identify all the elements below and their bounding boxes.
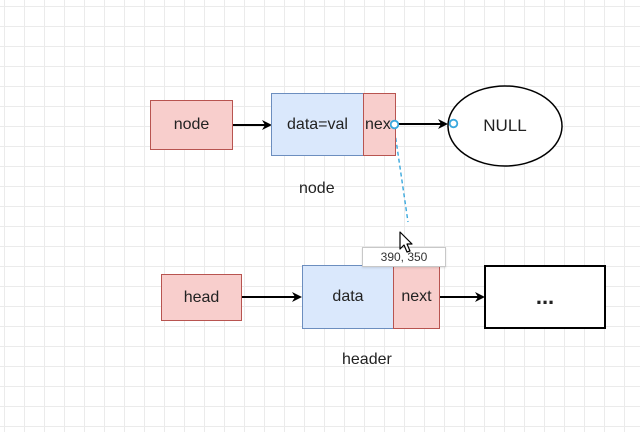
- edge-preview-dashed: [393, 123, 409, 223]
- node-pointer-label: node: [173, 116, 210, 133]
- connection-point-icon[interactable]: [389, 119, 400, 130]
- node-next-label: nex: [365, 115, 391, 133]
- ellipsis-box[interactable]: ...: [484, 265, 606, 329]
- null-label: NULL: [483, 116, 527, 135]
- drag-coordinates-text: 390, 350: [380, 250, 428, 264]
- header-next-cell[interactable]: next: [393, 265, 440, 329]
- node-data-label: data=val: [287, 115, 348, 133]
- drag-coordinates-tooltip: 390, 350: [362, 247, 446, 267]
- node-pointer-box[interactable]: node: [150, 100, 233, 150]
- connection-point-icon[interactable]: [448, 118, 459, 129]
- header-next-label: next: [401, 288, 432, 305]
- node-caption: node: [299, 180, 335, 197]
- mouse-pointer-icon: [399, 231, 413, 253]
- header-data-cell[interactable]: data: [302, 265, 394, 329]
- head-pointer-box[interactable]: head: [161, 274, 242, 321]
- null-ellipse[interactable]: [447, 85, 563, 167]
- node-data-cell[interactable]: data=val: [271, 93, 364, 156]
- header-caption: header: [342, 351, 392, 368]
- head-pointer-label: head: [183, 288, 220, 306]
- ellipsis-label: ...: [535, 284, 555, 309]
- header-data-label: data: [332, 288, 364, 305]
